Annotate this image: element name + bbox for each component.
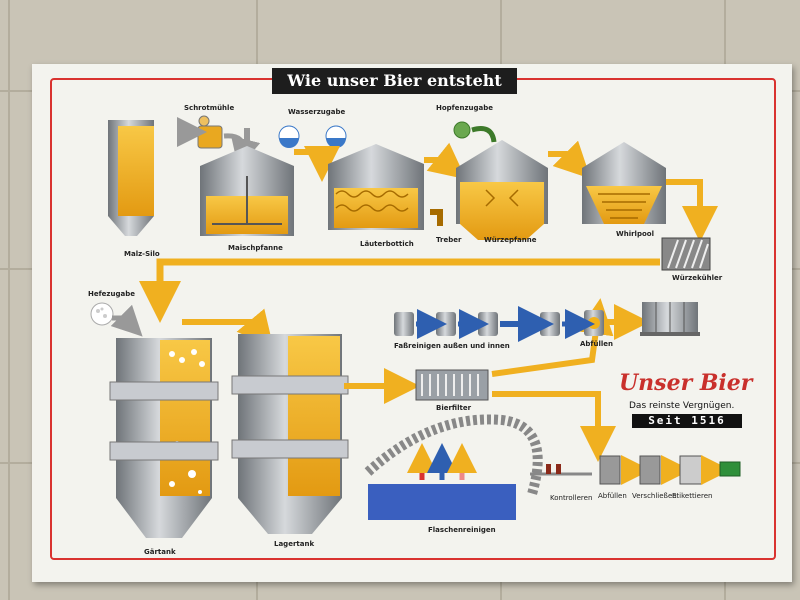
bottling-line <box>530 455 741 485</box>
lager-tank <box>231 334 349 534</box>
poster-title: Wie unser Bier entsteht <box>272 68 517 94</box>
cooled-wort-pipe <box>139 258 660 323</box>
whirlpool <box>582 142 666 224</box>
keg-cleaning-line <box>394 304 650 342</box>
label-fermenter: Gärtank <box>144 548 176 556</box>
label-malt-silo: Malz-Silo <box>124 250 160 258</box>
floor-tile-joint <box>8 0 10 600</box>
label-yeast-add: Hefezugabe <box>88 290 135 298</box>
label-wort-cooler: Würzekühler <box>672 274 723 282</box>
label-lauter-tun: Läuterbottich <box>360 240 414 248</box>
mill <box>177 115 223 149</box>
hops-icon <box>453 121 497 143</box>
yeast-icon <box>90 302 143 337</box>
brewing-process-diagram <box>90 115 741 538</box>
wort-cooler <box>661 237 711 271</box>
bottle-washer <box>364 414 543 520</box>
malt-silo <box>108 120 154 236</box>
flow-arrow <box>666 179 718 242</box>
label-labeling: Etikettieren <box>672 492 713 500</box>
label-control: Kontrolleren <box>550 494 593 502</box>
fermenter-tank <box>109 338 219 538</box>
brewing-poster: Wie unser Bier entsteht <box>32 64 792 582</box>
water-drop-2 <box>325 125 347 148</box>
lauter-tun <box>328 144 424 230</box>
label-lager-tank: Lagertank <box>274 540 315 548</box>
flow-arrow <box>424 142 467 180</box>
water-drop-1 <box>278 125 300 148</box>
keg-pallet <box>640 302 700 336</box>
label-bottle-washing: Flaschenreinigen <box>428 526 496 534</box>
label-wort-kettle: Würzepfanne <box>484 236 537 244</box>
brand-slogan: Unser Bier <box>619 370 753 396</box>
flow-arrow <box>294 146 340 182</box>
spent-grain-arrow <box>430 209 443 226</box>
label-keg-cleaning: Faßreinigen außen und innen <box>394 342 510 350</box>
flow-arrow <box>548 140 591 179</box>
flow-arrow <box>492 391 616 462</box>
label-filling-kegs: Abfüllen <box>580 340 613 348</box>
label-beer-filter: Bierfilter <box>436 404 472 412</box>
mash-tun <box>200 128 294 236</box>
beer-filter <box>415 369 489 401</box>
since-badge: Seit 1516 <box>632 414 742 428</box>
label-whirlpool: Whirlpool <box>616 230 654 238</box>
label-water-add: Wasserzugabe <box>288 108 346 116</box>
label-mash-tun: Maischpfanne <box>228 244 283 252</box>
label-spent-grain: Treber <box>436 236 462 244</box>
label-mill: Schrotmühle <box>184 104 235 112</box>
brand-subslogan: Das reinste Vergnügen. <box>629 401 735 411</box>
flow-arrow <box>182 308 274 348</box>
wort-kettle <box>456 140 548 240</box>
label-capping: Verschließen <box>632 492 677 500</box>
label-hops-add: Hopfenzugabe <box>436 104 494 112</box>
label-filling-bottles: Abfüllen <box>598 492 627 500</box>
